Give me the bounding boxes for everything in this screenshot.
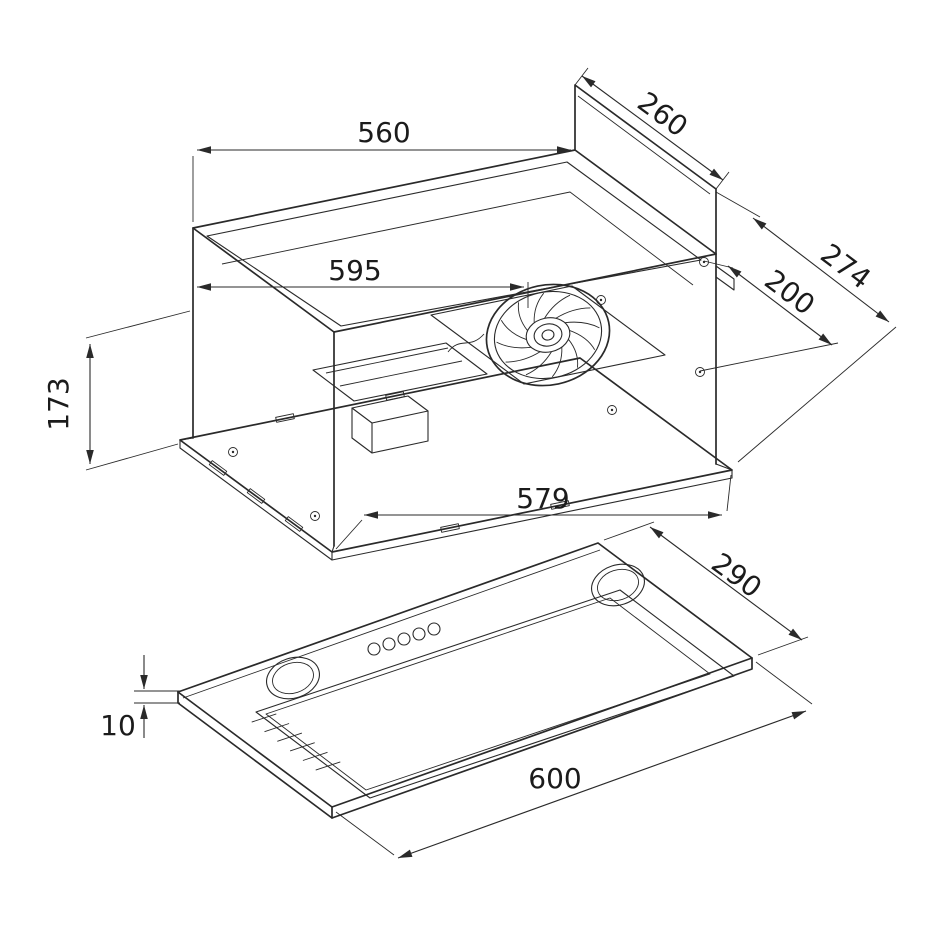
- panel-thickness-edges: [177, 657, 753, 819]
- side-mounting-tab: [715, 265, 735, 291]
- light-left: [266, 656, 320, 700]
- fan-blades: [496, 292, 600, 378]
- interior-floor-edges: [221, 191, 694, 286]
- panel-dimensions: 290 600 10: [100, 521, 813, 859]
- dim-inner-depth: 200: [699, 260, 839, 372]
- vent-slots: [251, 713, 341, 771]
- screw-holes: [228, 257, 709, 521]
- flange-slots: [208, 391, 570, 533]
- fan-impeller: [485, 283, 611, 387]
- dim-panel-thickness: 10: [100, 655, 180, 742]
- dim-top-depth: 260: [574, 67, 730, 190]
- dimension-label-579: 579: [516, 482, 569, 515]
- dim-panel-width: 600: [335, 661, 813, 859]
- dim-inner-width: 595: [197, 254, 529, 308]
- control-buttons: [367, 622, 441, 656]
- dim-height: 173: [42, 310, 191, 471]
- panel-folded-edge: [182, 549, 601, 699]
- dimension-label-200: 200: [758, 263, 821, 322]
- dim-top-width: 560: [192, 116, 571, 222]
- hood-housing-view: [179, 84, 735, 561]
- dim-total-depth: 274: [715, 191, 897, 463]
- dimension-label-290: 290: [705, 546, 768, 604]
- dimension-label-560: 560: [357, 116, 410, 149]
- grease-filter-panel: [255, 589, 735, 799]
- bottom-panel-view: [177, 542, 753, 819]
- dimension-label-274: 274: [814, 237, 877, 296]
- fan-scroll-housing: [430, 285, 666, 385]
- dimension-label-10: 10: [100, 709, 136, 742]
- dim-flange-width: 579: [335, 474, 732, 550]
- mounting-flange: [179, 357, 733, 561]
- motor-terminal-plate: [312, 342, 488, 402]
- housing-top-rim-inner: [206, 161, 702, 327]
- dim-panel-depth: 290: [603, 521, 809, 656]
- dimension-label-260: 260: [631, 85, 694, 143]
- dimension-label-600: 600: [528, 762, 581, 795]
- housing-dimensions: 560 260 595 173 274: [42, 67, 897, 550]
- light-right: [591, 563, 645, 607]
- dimension-label-595: 595: [328, 254, 381, 287]
- junction-box: [351, 395, 429, 454]
- power-cable: [447, 333, 485, 353]
- dimension-label-173: 173: [42, 377, 75, 430]
